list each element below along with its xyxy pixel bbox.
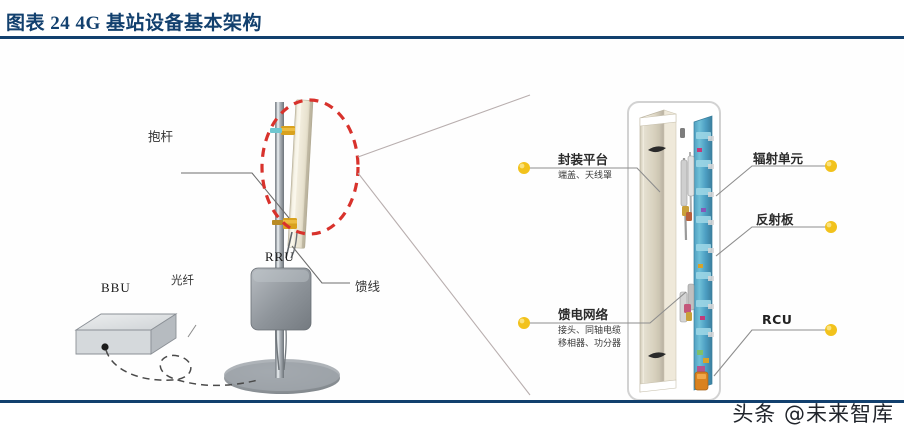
feeder-cable-2 bbox=[290, 231, 298, 259]
callout-label-fushe: 辐射单元 bbox=[753, 151, 804, 166]
zoom-line-bottom bbox=[357, 172, 531, 396]
mounting-pole bbox=[275, 102, 284, 378]
diagram-svg bbox=[74, 94, 837, 400]
label-baogan: 抱杆 bbox=[148, 129, 174, 144]
callout-label-fengzhuang: 封装平台 bbox=[558, 152, 609, 167]
bbu-port bbox=[101, 343, 109, 351]
zoom-line-top bbox=[357, 94, 531, 158]
feeder-cable-1 bbox=[285, 231, 293, 259]
callout-sub-kuidian-2: 移相器、功分器 bbox=[558, 339, 622, 349]
title-divider bbox=[0, 36, 904, 39]
leader-kuixian bbox=[291, 245, 350, 284]
rru-unit bbox=[250, 267, 312, 331]
highlight-ellipse bbox=[260, 98, 360, 236]
callout-label-fanshe: 反射板 bbox=[756, 212, 794, 227]
label-guangxian: 光纤 bbox=[171, 273, 194, 287]
callout-sub-kuidian-1: 接头、同轴电缆 bbox=[558, 326, 622, 336]
callout-line-fengzhuang bbox=[527, 167, 661, 193]
figure-header: 图表 24 4G 基站设备基本架构 bbox=[0, 0, 904, 40]
antenna-exploded-view bbox=[627, 101, 721, 400]
callout-dot-kuidian bbox=[518, 317, 530, 329]
callout-dot-fushe bbox=[825, 160, 837, 172]
callout-line-kuidian bbox=[527, 291, 687, 324]
reflector-board bbox=[693, 115, 714, 391]
callout-dot-rcu bbox=[825, 324, 837, 336]
bottom-divider bbox=[0, 400, 904, 403]
callout-label-kuidian: 馈电网络 bbox=[558, 307, 609, 322]
callout-dot-fanshe bbox=[825, 221, 837, 233]
label-kuixian: 馈线 bbox=[355, 279, 381, 294]
antenna-panel bbox=[287, 99, 314, 249]
leader-baogan bbox=[181, 172, 290, 219]
rcu-module bbox=[694, 371, 709, 391]
label-bbu: BBU bbox=[101, 280, 131, 295]
callout-line-fushe bbox=[715, 165, 828, 197]
site-illustration bbox=[74, 98, 360, 394]
label-rru: RRU bbox=[265, 249, 295, 264]
feed-network bbox=[679, 128, 695, 323]
callout-label-rcu: RCU bbox=[762, 312, 793, 327]
callout-dot-fengzhuang bbox=[518, 162, 530, 174]
callout-sub-fengzhuang: 端盖、天线罩 bbox=[558, 171, 613, 181]
optical-fiber-path bbox=[105, 349, 259, 387]
callout-line-fanshe bbox=[715, 226, 828, 257]
callout-line-rcu bbox=[713, 329, 828, 377]
bbu-unit bbox=[74, 313, 178, 355]
page-title: 图表 24 4G 基站设备基本架构 bbox=[6, 13, 263, 34]
diagram-canvas: 抱杆 馈线 光纤 BBU RRU 封装平台 端盖、天线罩 馈电网络 接头、同轴电… bbox=[0, 40, 904, 426]
leader-guangxian bbox=[187, 324, 197, 338]
radome-panel bbox=[639, 109, 677, 393]
